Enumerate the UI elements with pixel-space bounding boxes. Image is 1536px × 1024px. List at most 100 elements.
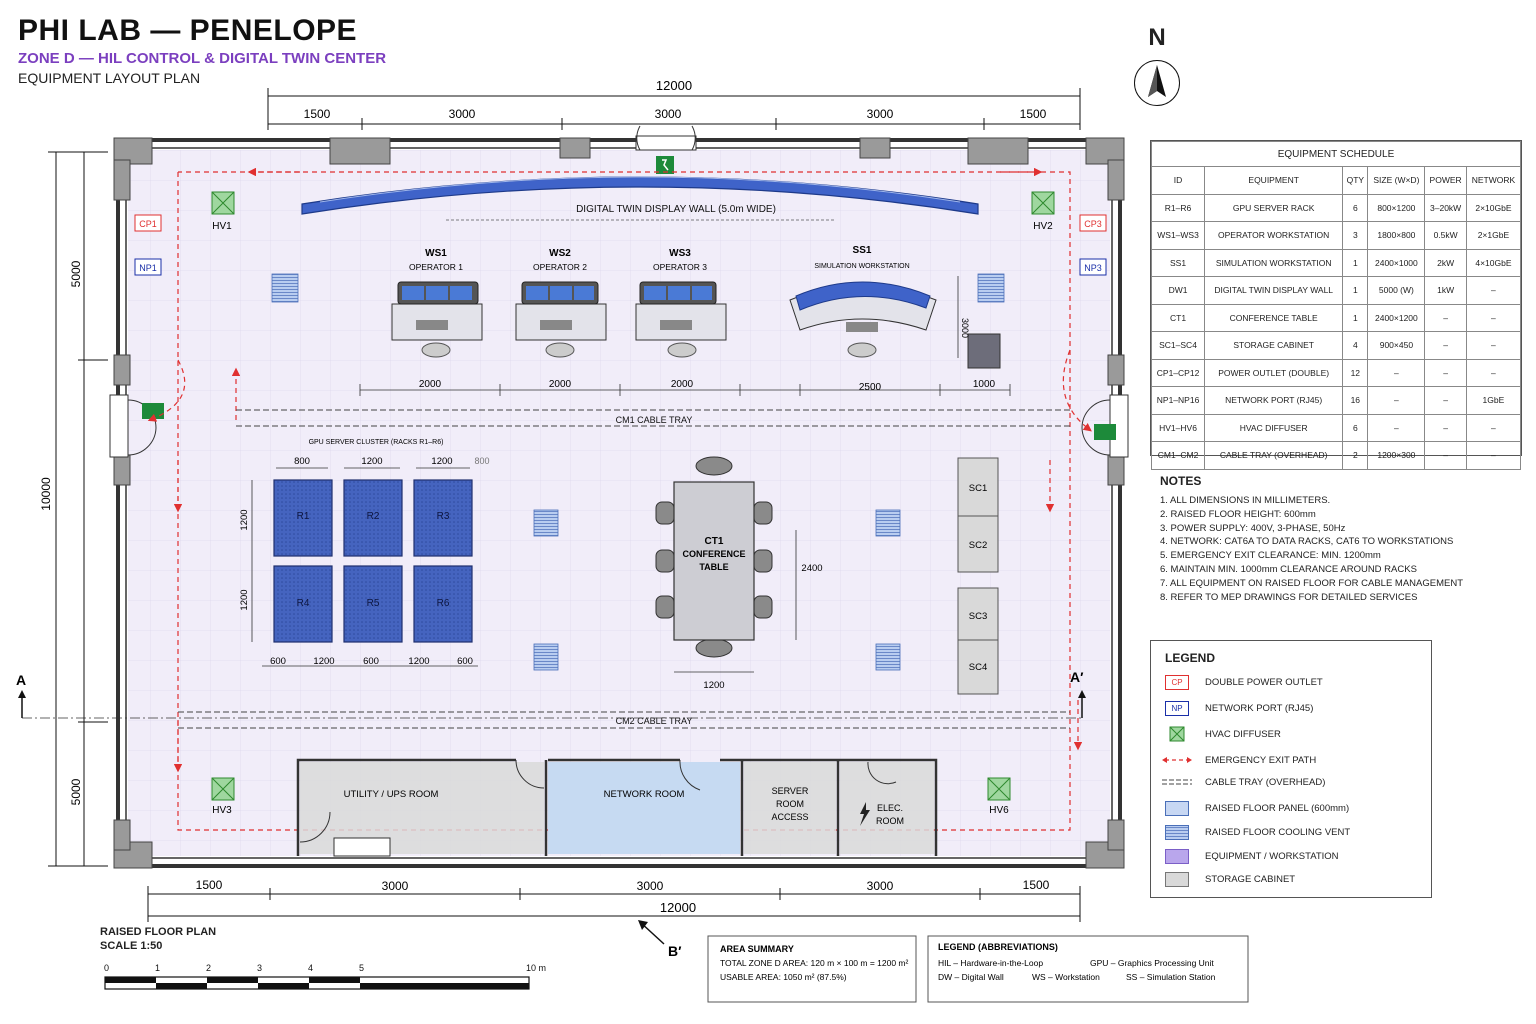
table-cell: 1GbE	[1465, 386, 1522, 415]
table-cell: HV1–HV6	[1150, 413, 1206, 442]
table-cell: NP1–NP16	[1150, 386, 1206, 415]
ws3-desk[interactable]	[635, 281, 727, 358]
ws-dim-1: 2000	[419, 379, 442, 390]
table-cell: DIGITAL TWIN DISPLAY WALL	[1204, 276, 1344, 305]
cable-tray-cm2-label: CM2 CABLE TRAY	[616, 716, 693, 726]
outlet-cp1[interactable]	[134, 214, 162, 232]
port-np1[interactable]	[134, 258, 162, 276]
right-door[interactable]	[1081, 394, 1129, 458]
ws1-desk[interactable]	[391, 281, 483, 358]
table-cell: CP1–CP12	[1150, 358, 1206, 387]
table-width-dim: 1200	[703, 680, 724, 691]
table-cell: 900×450	[1367, 331, 1426, 360]
ws1-id: WS1	[425, 248, 447, 259]
rack-r3[interactable]	[413, 479, 473, 557]
rack-r1[interactable]	[273, 479, 333, 557]
scale-tick-1: 1	[155, 963, 160, 973]
area-summary-title: AREA SUMMARY	[720, 944, 794, 954]
table-cell: 1200×300	[1367, 441, 1426, 470]
table-cell: 4	[1342, 331, 1369, 360]
server-access-label-2: ROOM	[776, 799, 804, 809]
rack-r5[interactable]	[343, 565, 403, 643]
ws2-label: OPERATOR 2	[533, 262, 587, 272]
cabinet-sc3[interactable]	[957, 587, 999, 641]
table-cell: –	[1465, 276, 1522, 305]
top-dimensions	[267, 88, 1081, 130]
cable-tray-cm2	[178, 711, 1070, 729]
cable-tray-cm1	[236, 409, 1070, 427]
hvac-icon	[211, 777, 235, 801]
table-cell: GPU SERVER RACK	[1204, 193, 1344, 222]
left-dim-1: 5000	[69, 260, 83, 287]
conference-table[interactable]	[655, 456, 773, 658]
legend-item-cable-tray: CABLE TRAY (OVERHEAD)	[1162, 773, 1325, 791]
hvac-icon	[211, 191, 235, 215]
table-cell: 2	[1342, 441, 1369, 470]
ss1-desk[interactable]	[789, 281, 937, 358]
rack-dim-bot-3: 600	[363, 656, 379, 667]
table-cell: –	[1465, 303, 1522, 332]
list-item: 1. ALL DIMENSIONS IN MILLIMETERS.	[1160, 495, 1331, 506]
outlet-cp3[interactable]	[1079, 214, 1107, 232]
server-racks	[273, 479, 473, 643]
rack-dim-side-1: 1200	[239, 509, 250, 530]
ss1-id: SS1	[853, 245, 872, 256]
title-block: PHI LAB — PENELOPE ZONE D — HIL CONTROL …	[18, 14, 386, 86]
rack-r6-label: R6	[437, 598, 450, 609]
top-dim-1: 1500	[304, 107, 331, 121]
elec-room[interactable]	[840, 762, 934, 854]
legend-item-floor-panel: RAISED FLOOR PANEL (600mm)	[1165, 799, 1349, 817]
list-item: 4. NETWORK: CAT6A TO DATA RACKS, CAT6 TO…	[1160, 536, 1454, 548]
rack-r6[interactable]	[413, 565, 473, 643]
table-cell: POWER OUTLET (DOUBLE)	[1204, 358, 1344, 387]
table-cell: 1	[1342, 276, 1369, 305]
table-cell: CONFERENCE TABLE	[1204, 303, 1344, 332]
rack-dim-side-2: 1200	[239, 589, 250, 610]
table-cell: WS1–WS3	[1150, 221, 1206, 250]
equipment-swatch-icon	[1165, 848, 1189, 864]
rack-r2[interactable]	[343, 479, 403, 557]
table-cell: –	[1367, 413, 1426, 442]
bottom-dim-1: 1500	[196, 878, 223, 892]
network-room-label: NETWORK ROOM	[604, 789, 685, 800]
section-b-prime-label: B′	[668, 943, 682, 959]
rack-r1-label: R1	[297, 511, 310, 522]
legend-title: LEGEND	[1165, 651, 1216, 665]
left-door[interactable]	[109, 394, 157, 458]
table-cell: 6	[1342, 193, 1369, 222]
hvac-hv1-label: HV1	[212, 221, 232, 232]
outlet-cp3-label: CP3	[1084, 219, 1102, 229]
cabinet-sc2[interactable]	[957, 515, 999, 573]
legend-item-power-outlet: CP DOUBLE POWER OUTLET	[1165, 673, 1323, 691]
table-cell: –	[1424, 358, 1467, 387]
top-door[interactable]	[635, 125, 697, 151]
schedule-col-3: SIZE (W×D)	[1367, 166, 1426, 195]
cable-tray-icon	[1162, 775, 1192, 790]
page-subtitle: ZONE D — HIL CONTROL & DIGITAL TWIN CENT…	[18, 50, 387, 67]
table-cell: 2×10GbE	[1465, 193, 1522, 222]
table-cell: –	[1424, 331, 1467, 360]
scale-text: SCALE 1:50	[100, 940, 163, 952]
network-room[interactable]	[548, 762, 740, 854]
table-cell: 2400×1000	[1367, 248, 1426, 277]
cabinet-sc4[interactable]	[957, 639, 999, 695]
port-np3[interactable]	[1079, 258, 1107, 276]
ws2-desk[interactable]	[515, 281, 607, 358]
server-room-access[interactable]	[744, 762, 836, 854]
rack-r4-label: R4	[297, 598, 310, 609]
legend-label: DOUBLE POWER OUTLET	[1205, 676, 1323, 688]
notes-section: NOTES 1. ALL DIMENSIONS IN MILLIMETERS.2…	[1160, 474, 1520, 604]
legend-item-exit-path: EMERGENCY EXIT PATH	[1162, 751, 1316, 769]
rack-r4[interactable]	[273, 565, 333, 643]
